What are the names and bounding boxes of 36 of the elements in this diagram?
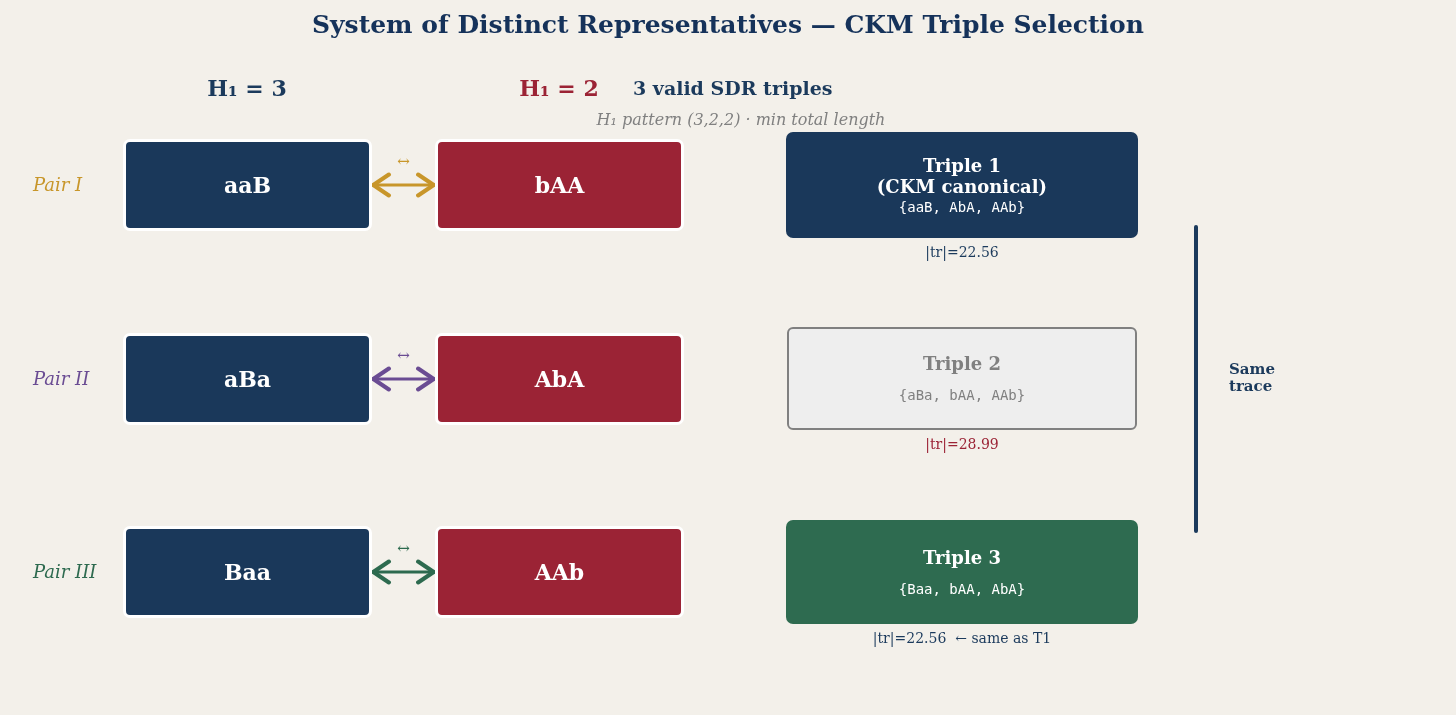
double-arrow (370, 366, 437, 392)
trace-value: |tr|=28.99 (924, 435, 1000, 453)
word-box (435, 333, 684, 425)
word-label: Baa (223, 558, 272, 586)
row-label: Pair III (33, 559, 97, 583)
column-heading: H₁ = 3 (207, 74, 287, 102)
word-label: AAb (534, 558, 585, 586)
word-box (435, 526, 684, 618)
row-label: Pair I (33, 172, 83, 196)
word-box (435, 139, 684, 231)
word-label: AbA (534, 365, 585, 393)
triple-set: {aaB, AbA, AAb} (898, 197, 1026, 216)
double-arrow (370, 559, 437, 585)
triple-card (786, 520, 1138, 624)
word-box (123, 139, 372, 231)
triple-title: Triple 1 (CKM canonical) (876, 154, 1048, 197)
triple-card (786, 132, 1138, 238)
double-arrow (370, 172, 437, 198)
word-box (123, 333, 372, 425)
word-box (123, 526, 372, 618)
row-label: Pair II (33, 366, 90, 390)
trace-value: |tr|=22.56 ← same as T1 (871, 629, 1053, 647)
trace-value: |tr|=22.56 (924, 243, 1000, 261)
subheading: H₁ pattern (3,2,2) · min total length (596, 110, 886, 130)
triple-title: Triple 2 (922, 353, 1002, 374)
triple-card (787, 327, 1137, 430)
word-label: aBa (223, 365, 272, 393)
triple-set: {Baa, bAA, AbA} (898, 579, 1026, 598)
triple-set: {aBa, bAA, AAb} (898, 386, 1026, 404)
column-heading: 3 valid SDR triples (633, 76, 833, 100)
column-heading: H₁ = 2 (519, 74, 599, 102)
word-label: aaB (223, 171, 272, 199)
word-label: bAA (534, 171, 585, 199)
diagram-title: System of Distinct Representatives — CKM Triple Selection (311, 9, 1145, 41)
bracket-label: Same trace (1229, 361, 1276, 395)
triple-title: Triple 3 (922, 546, 1002, 568)
